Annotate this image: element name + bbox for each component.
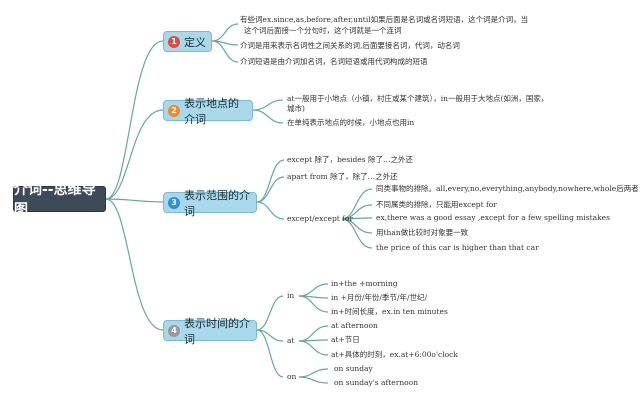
group-label-on: on [287,372,297,381]
connector-root-2 [105,109,164,200]
branch-label: 定义 [184,35,206,49]
connector-b3-b [256,176,285,203]
connector-root-1 [105,40,164,200]
time-item: on sunday's afternoon [334,378,419,387]
sub-leaf-text: the price of this car is higher than tha… [376,243,539,252]
connector-at-1 [298,325,329,342]
number-badge-2: 2 [168,104,180,117]
connector-in-3 [298,295,329,313]
connector-b1-c [211,40,239,63]
connector-b2-a [252,99,284,111]
branch-range: 3 表示范围的介词 [163,189,257,218]
time-item: at+节日 [331,335,360,344]
leaf-text: except 除了，besides 除了…之外还 [287,155,413,164]
leaf-text: 介词是用来表示名词性之间关系的词,后面要接名词，代词，动名词 [240,41,460,50]
connector-in-1 [298,283,329,297]
sub-leaf-text: 用than做比较时对象要一致 [376,228,469,237]
connector-root-4 [105,198,164,331]
group-label-at: at [287,336,295,345]
connector-root-3 [105,198,164,203]
connector-b3-sub-5 [341,218,373,249]
leaf-text: except/except for [287,214,354,223]
time-item: at afternoon [331,321,378,330]
branch-label: 表示时间的介词 [184,316,250,346]
time-item: in+the +morning [331,279,398,288]
leaf-text: 有些词ex.since,as,before,after,until如果后面是名词… [240,15,529,24]
connector-at-3 [298,340,329,356]
time-item: in+时间长度，ex.in ten minutes [331,307,448,316]
connector-b4-in [256,295,284,331]
connector-b3-a [256,159,285,203]
number-badge-4: 4 [168,324,180,337]
time-item: on sunday [334,364,373,373]
sub-leaf-text: 同类事物的排除。all,every,no,everything,anybody,… [376,184,640,193]
leaf-text: apart from 除了，除了…之外还 [287,172,398,181]
branch-label: 表示范围的介词 [184,188,250,218]
leaf-text: 这个词后面接一个分句时，这个词就是一个连词 [244,26,402,35]
sub-leaf-text: 不同属类的排除，只能用except for [376,200,497,209]
connector-b2-b [252,109,284,124]
root-node: 介词--思维导图 [13,182,106,218]
leaf-text: at一般用于小地点（小镇，村庄或某个建筑），in一般用于大地点(如洲，国家， [287,94,549,103]
branch-definition: 1 定义 [163,31,212,52]
leaf-text: 在单纯表示地点的时候，小地点也用in [287,118,415,127]
connector-on-1 [298,368,329,378]
connector-b4-on [256,329,284,378]
number-badge-3: 3 [168,196,180,209]
sub-leaf-text: ex,there was a good essay ,except for a … [376,213,610,222]
leaf-text: 介词短语是由介词加名词，名词短语或用代词构成的短语 [240,57,428,66]
branch-place: 2 表示地点的介词 [163,97,253,126]
branch-label: 表示地点的介词 [184,96,239,126]
connector-b1-a [211,23,239,42]
time-item: in +月份/年份/季节/年/世纪/ [331,293,428,302]
branch-time: 4 表示时间的介词 [163,317,257,346]
number-badge-1: 1 [168,35,180,48]
leaf-text: 城市) [287,104,305,113]
connector-on-2 [298,376,329,384]
time-item: at+具体的时刻，ex.at+6:00o'clock [331,350,458,359]
group-label-in: in [287,291,295,300]
connector-b3-c [256,201,285,220]
